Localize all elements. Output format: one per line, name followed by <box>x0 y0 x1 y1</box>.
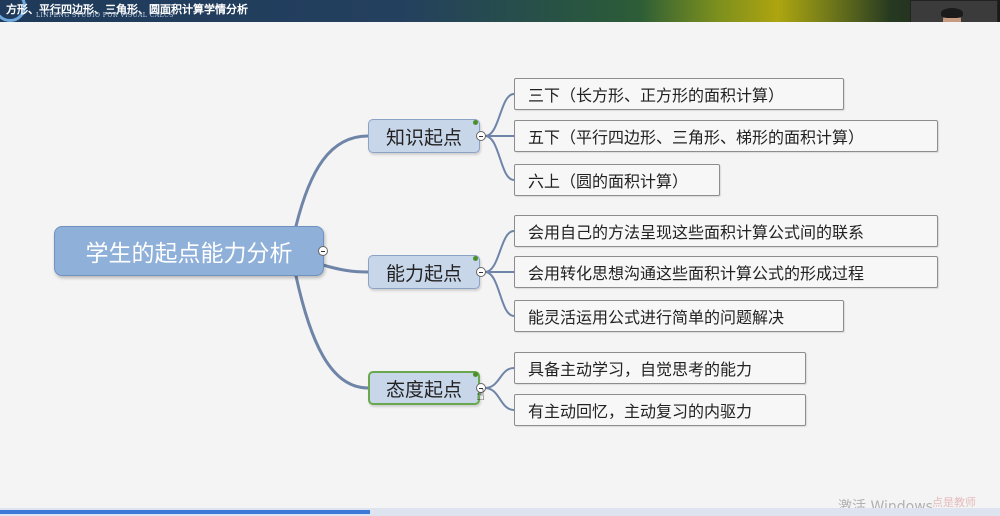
branch-ability-collapse-toggle[interactable] <box>476 267 486 277</box>
leaf-label: 五下（平行四边形、三角形、梯形的面积计算） <box>528 128 865 147</box>
leaf-ability-1[interactable]: 会用自己的方法呈现这些面积计算公式间的联系 <box>514 215 938 247</box>
leaf-label: 会用转化思想沟通这些面积计算公式的形成过程 <box>528 264 865 283</box>
connector-knowledge-3 <box>484 135 515 181</box>
branch-ability-marker-icon <box>473 256 478 261</box>
leaf-label: 六上（圆的面积计算） <box>528 172 689 191</box>
root-collapse-toggle[interactable] <box>318 246 328 256</box>
leaf-ability-3[interactable]: 能灵活运用公式进行简单的问题解决 <box>514 300 844 332</box>
branch-knowledge-label: 知识起点 <box>385 126 462 149</box>
connector-attitude-1 <box>484 367 515 389</box>
branch-attitude[interactable]: 态度起点 <box>368 371 480 405</box>
connector-ability-3 <box>484 271 515 317</box>
leaf-knowledge-1[interactable]: 三下（长方形、正方形的面积计算） <box>514 78 844 110</box>
hand-cursor-icon: ☝ <box>476 386 486 404</box>
leaf-attitude-2[interactable]: 有主动回忆，主动复习的内驱力 <box>514 394 806 426</box>
bottom-progress-bar <box>0 508 1000 516</box>
leaf-knowledge-3[interactable]: 六上（圆的面积计算） <box>514 164 720 196</box>
connector-attitude-2 <box>484 387 515 411</box>
leaf-knowledge-2[interactable]: 五下（平行四边形、三角形、梯形的面积计算） <box>514 120 938 152</box>
studio-logo-icon <box>0 0 26 22</box>
branch-attitude-marker-icon <box>473 372 478 377</box>
branch-attitude-label: 态度起点 <box>385 378 462 401</box>
brand-watermark: 点是教师 <box>932 496 976 509</box>
leaf-label: 三下（长方形、正方形的面积计算） <box>528 86 785 105</box>
slide-title-bar: 方形、平行四边形、三角形、圆面积计算学情分析 LINFENG STUDIO FO… <box>0 0 1000 22</box>
leaf-label: 具备主动学习，自觉思考的能力 <box>528 360 753 379</box>
leaf-attitude-1[interactable]: 具备主动学习，自觉思考的能力 <box>514 352 806 384</box>
branch-attitude-collapse-toggle[interactable] <box>476 383 486 393</box>
leaf-label: 有主动回忆，主动复习的内驱力 <box>528 402 753 421</box>
branch-knowledge-collapse-toggle[interactable] <box>476 131 486 141</box>
leaf-label: 能灵活运用公式进行简单的问题解决 <box>528 308 785 327</box>
leaf-ability-2[interactable]: 会用转化思想沟通这些面积计算公式的形成过程 <box>514 256 938 288</box>
connector-knowledge-1 <box>484 93 515 137</box>
branch-knowledge[interactable]: 知识起点 <box>368 119 480 153</box>
branch-ability-label: 能力起点 <box>385 262 462 285</box>
slide-title: 方形、平行四边形、三角形、圆面积计算学情分析 <box>6 3 248 16</box>
leaf-label: 会用自己的方法呈现这些面积计算公式间的联系 <box>528 223 865 242</box>
root-node-label: 学生的起点能力分析 <box>85 241 293 267</box>
branch-knowledge-marker-icon <box>473 120 478 125</box>
slide-subtitle: LINFENG STUDIO FOR VISUAL CALCS <box>36 12 174 19</box>
presenter-hair <box>941 8 963 18</box>
connector-root-knowledge <box>294 134 370 228</box>
connector-ability-1 <box>484 230 515 273</box>
branch-ability[interactable]: 能力起点 <box>368 255 480 289</box>
connector-root-ability <box>321 263 370 274</box>
connector-root-attitude <box>294 274 370 390</box>
bottom-progress-fill <box>0 510 370 514</box>
title-bar-glow <box>640 0 890 22</box>
root-node[interactable]: 学生的起点能力分析 <box>54 226 324 276</box>
